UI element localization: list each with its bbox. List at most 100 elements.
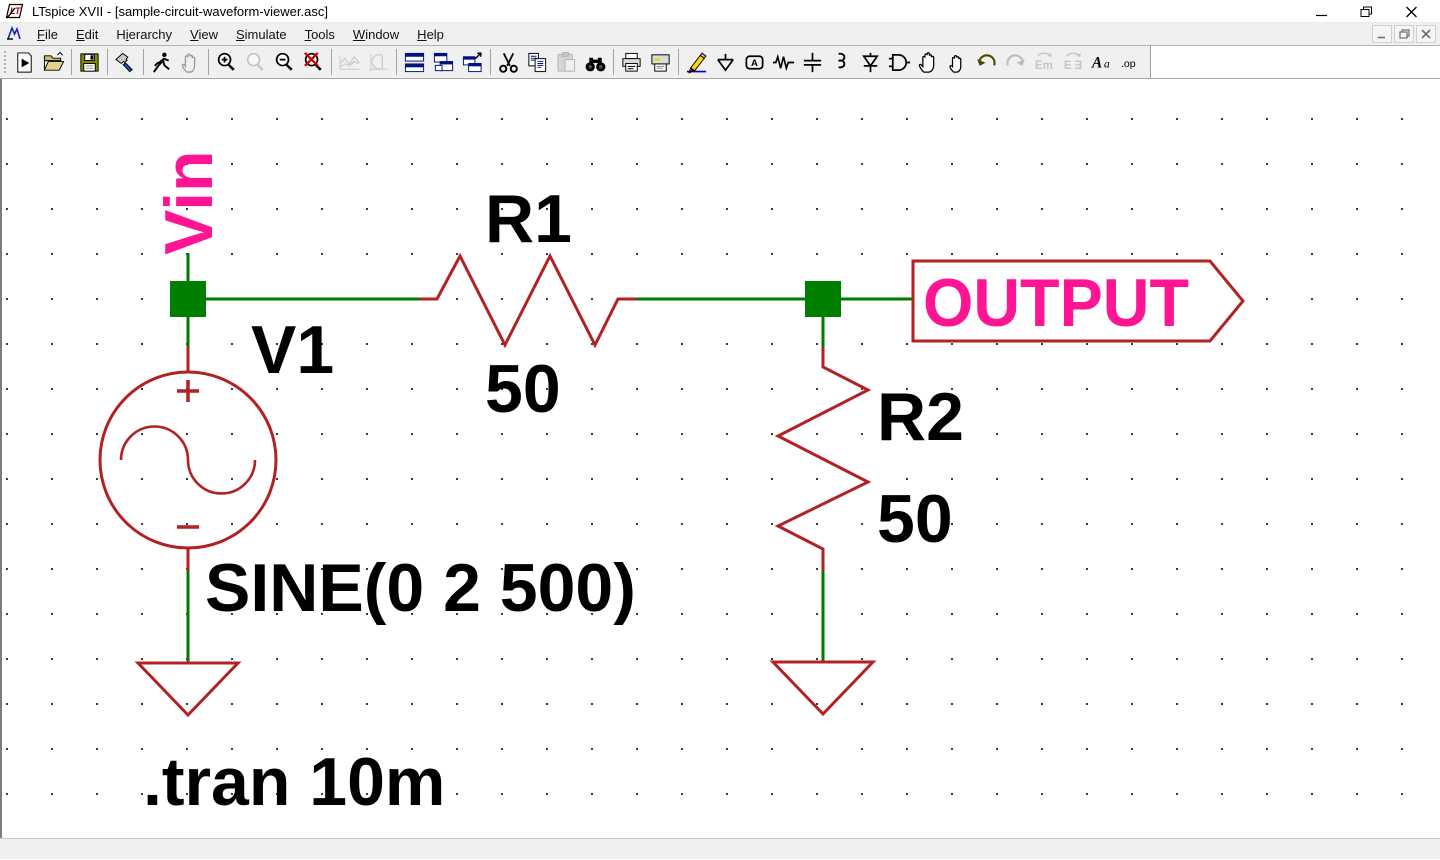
tile-horizontal-icon[interactable] <box>400 48 429 76</box>
toolbar-separator <box>143 49 144 75</box>
ground-symbol-v1[interactable] <box>134 661 242 718</box>
svg-text:E: E <box>1064 60 1072 72</box>
menu-edit[interactable]: Edit <box>75 26 99 42</box>
toolbar-separator <box>71 49 72 75</box>
toolbar-separator <box>107 49 108 75</box>
svg-text:Em: Em <box>1035 60 1053 72</box>
zoom-full-extents-icon[interactable] <box>299 48 328 76</box>
menu-hierarchy[interactable]: Hierarchy <box>116 26 173 42</box>
menu-tools[interactable]: Tools <box>304 26 335 42</box>
status-bar <box>0 838 1440 859</box>
print-preview-icon[interactable] <box>646 48 675 76</box>
child-close-button[interactable] <box>1416 25 1436 43</box>
schematic-doc-icon <box>6 26 22 42</box>
tile-vertical-icon[interactable] <box>429 48 458 76</box>
svg-text:LT: LT <box>10 6 22 16</box>
net-label-output[interactable]: OUTPUT <box>923 265 1189 341</box>
open-icon[interactable] <box>39 48 68 76</box>
copy-icon[interactable] <box>523 48 552 76</box>
toolbar-separator <box>208 49 209 75</box>
svg-text:Ǝ: Ǝ <box>1074 60 1082 72</box>
v1-value-label[interactable]: SINE(0 2 500) <box>205 550 636 626</box>
print-icon[interactable] <box>617 48 646 76</box>
close-button[interactable] <box>1389 0 1434 23</box>
halt-icon <box>176 48 205 76</box>
menu-help[interactable]: Help <box>417 26 444 42</box>
child-restore-icon <box>1398 29 1410 39</box>
wires[interactable] <box>186 253 913 663</box>
menu-bar: File Edit Hierarchy View Simulate Tools Window… <box>0 23 1440 45</box>
control-panel-icon[interactable] <box>111 48 140 76</box>
move-icon[interactable] <box>914 48 943 76</box>
resistor-r1-symbol[interactable] <box>419 252 637 349</box>
paste-icon <box>552 48 581 76</box>
ground-symbol-r2[interactable] <box>769 660 877 717</box>
zoom-in-icon[interactable] <box>212 48 241 76</box>
resistor-r2-symbol[interactable] <box>774 347 872 571</box>
svg-text:.op: .op <box>1121 57 1136 69</box>
plot-settings-icon <box>364 48 393 76</box>
save-icon[interactable] <box>75 48 104 76</box>
new-schematic-icon[interactable] <box>10 48 39 76</box>
svg-text:A: A <box>1091 54 1102 71</box>
redo-icon <box>1001 48 1030 76</box>
ground-icon[interactable] <box>711 48 740 76</box>
menu-file[interactable]: File <box>37 26 58 42</box>
autorange-y-icon <box>335 48 364 76</box>
v1-name-label[interactable]: V1 <box>251 312 334 388</box>
ltspice-logo-icon: LT <box>5 3 24 19</box>
r2-name-label[interactable]: R2 <box>877 379 964 455</box>
menu-simulate[interactable]: Simulate <box>235 26 287 42</box>
find-icon[interactable] <box>581 48 610 76</box>
menu-window[interactable]: Window <box>352 26 400 42</box>
output-flag-outline[interactable] <box>911 259 1245 343</box>
component-icon[interactable] <box>885 48 914 76</box>
zoom-back-icon <box>241 48 270 76</box>
toolbar-separator <box>490 49 491 75</box>
cascade-windows-icon[interactable] <box>458 48 487 76</box>
spice-directive-icon[interactable]: .op <box>1117 48 1146 76</box>
restore-button[interactable] <box>1344 0 1389 23</box>
title-bar: LT LTspice XVII - [sample-circuit-wavefo… <box>0 0 1440 23</box>
minimize-button[interactable] <box>1299 0 1344 23</box>
schematic-canvas[interactable]: Vin V1 SINE(0 2 500) R1 50 R2 50 OUTPUT … <box>0 79 1440 838</box>
capacitor-icon[interactable] <box>798 48 827 76</box>
window-title: LTspice XVII - [sample-circuit-waveform-… <box>32 3 328 19</box>
cut-icon[interactable] <box>494 48 523 76</box>
diode-icon[interactable] <box>856 48 885 76</box>
svg-text:a: a <box>1104 58 1110 70</box>
wire-icon[interactable] <box>682 48 711 76</box>
inductor-icon[interactable] <box>827 48 856 76</box>
child-restore-button[interactable] <box>1394 25 1414 43</box>
child-close-icon <box>1421 29 1431 39</box>
junction-node-vin[interactable] <box>170 281 206 317</box>
junction-node-output[interactable] <box>805 281 841 317</box>
menu-view[interactable]: View <box>190 26 218 42</box>
menu-items: File Edit Hierarchy View Simulate Tools Window… <box>28 25 453 44</box>
net-label-vin[interactable]: Vin <box>151 150 227 255</box>
drag-icon[interactable] <box>943 48 972 76</box>
spice-directive-text[interactable]: .tran 10m <box>143 744 445 820</box>
toolbar-grip[interactable] <box>1 49 10 75</box>
toolbar-empty-area <box>1151 46 1440 78</box>
voltage-source-v1-symbol[interactable] <box>98 347 278 571</box>
r1-value-label[interactable]: 50 <box>485 351 561 427</box>
resistor-icon[interactable] <box>769 48 798 76</box>
child-minimize-button[interactable] <box>1372 25 1392 43</box>
undo-icon[interactable] <box>972 48 1001 76</box>
rotate-icon: Em <box>1030 48 1059 76</box>
run-icon[interactable] <box>147 48 176 76</box>
r2-value-label[interactable]: 50 <box>877 481 953 557</box>
svg-text:A: A <box>751 58 758 69</box>
label-net-icon[interactable]: A <box>740 48 769 76</box>
toolbar-separator <box>678 49 679 75</box>
schematic-drawing: Vin V1 SINE(0 2 500) R1 50 R2 50 OUTPUT … <box>98 150 1245 820</box>
toolbar-separator <box>613 49 614 75</box>
zoom-out-icon[interactable] <box>270 48 299 76</box>
r1-name-label[interactable]: R1 <box>485 181 572 257</box>
